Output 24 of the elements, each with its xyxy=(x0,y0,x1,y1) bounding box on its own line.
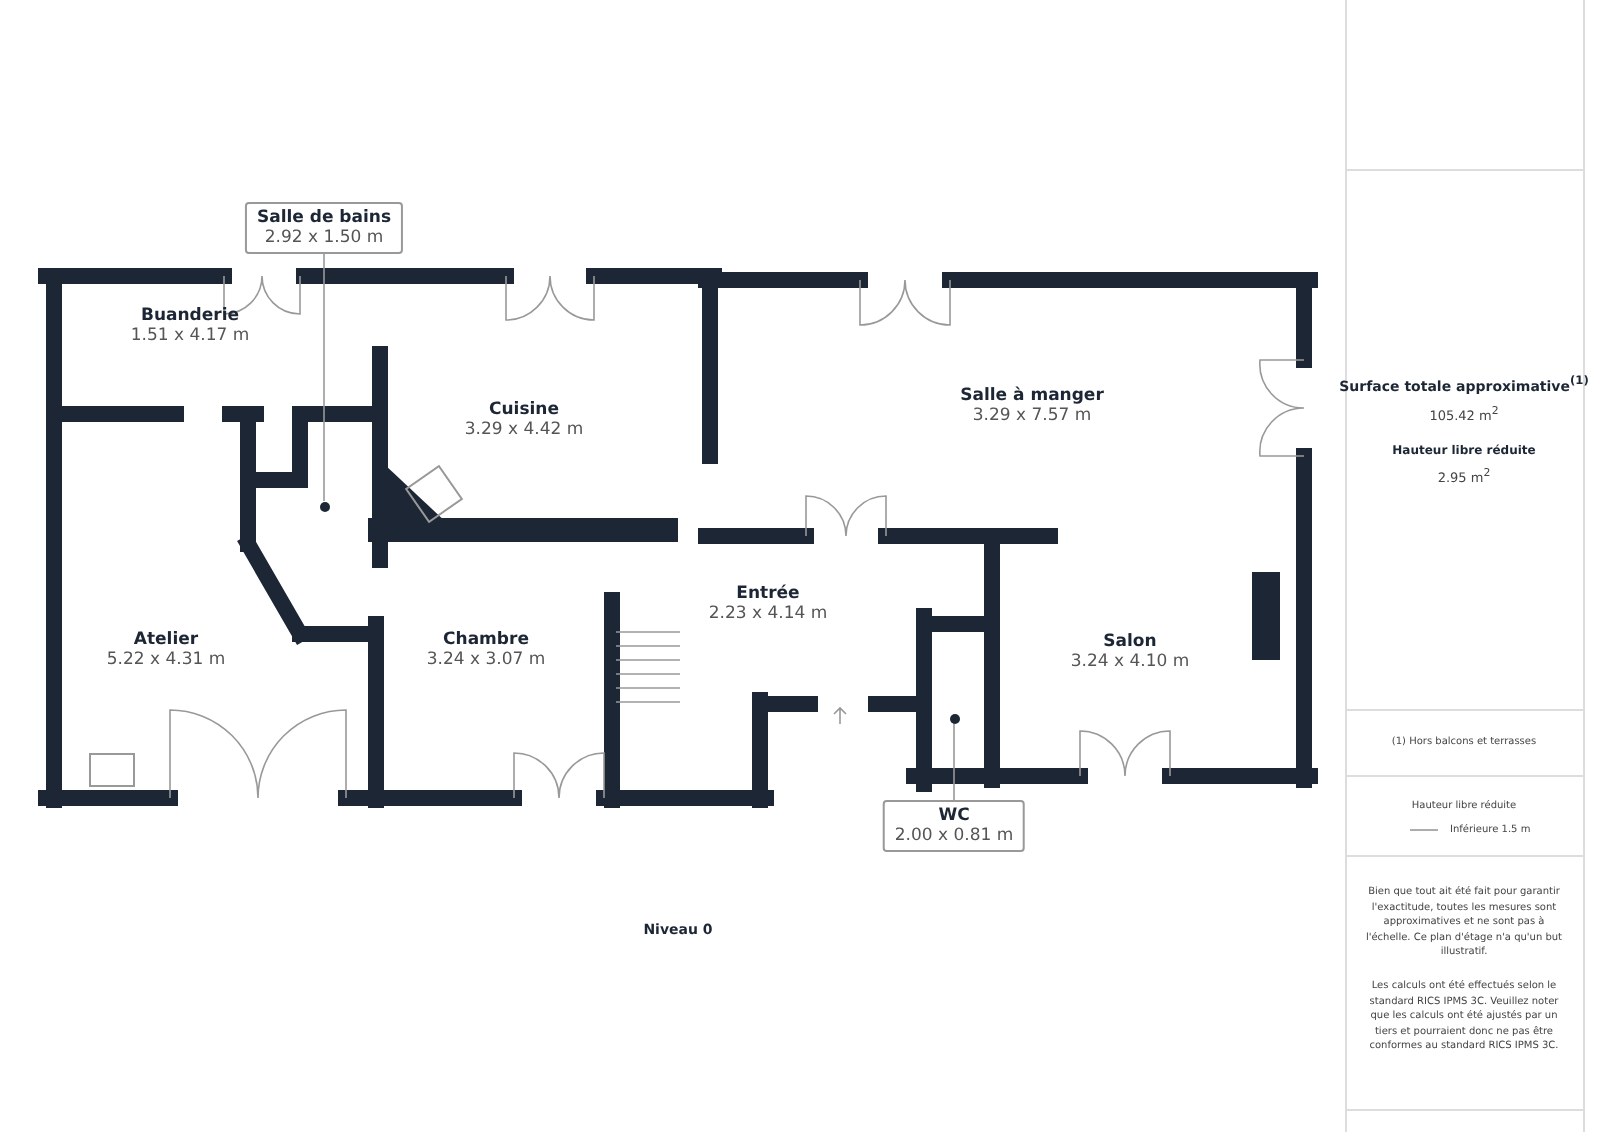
room-name: Entrée xyxy=(734,584,802,604)
room-dimensions: 5.22 x 4.31 m xyxy=(106,650,226,670)
leader-dot xyxy=(319,501,329,511)
room-name: WC xyxy=(936,806,972,826)
room-dimensions: 2.00 x 0.81 m xyxy=(894,826,1014,846)
room-dimensions: 1.51 x 4.17 m xyxy=(130,326,250,346)
room-name: Chambre xyxy=(441,630,531,650)
callout-box xyxy=(244,202,404,254)
room-dimensions: 2.92 x 1.50 m xyxy=(262,228,386,248)
leader-line xyxy=(323,253,325,502)
room-dimensions: 2.23 x 4.14 m xyxy=(708,604,828,624)
callout-box xyxy=(882,800,1026,852)
room-dimensions: 3.29 x 4.42 m xyxy=(464,420,584,440)
room-name: Salle à manger xyxy=(960,386,1104,406)
room-dimensions: 3.24 x 3.07 m xyxy=(426,650,546,670)
leader-dot xyxy=(949,713,959,723)
room-dimensions: 3.24 x 4.10 m xyxy=(1070,652,1190,672)
leader-line xyxy=(953,722,955,801)
room-name: Salon xyxy=(1101,632,1159,652)
room-dimensions: 3.29 x 7.57 m xyxy=(970,406,1094,426)
room-name: Atelier xyxy=(131,630,201,650)
room-name: Buanderie xyxy=(138,306,242,326)
room-name: Cuisine xyxy=(487,400,561,420)
room-name: Salle de bains xyxy=(256,208,392,228)
